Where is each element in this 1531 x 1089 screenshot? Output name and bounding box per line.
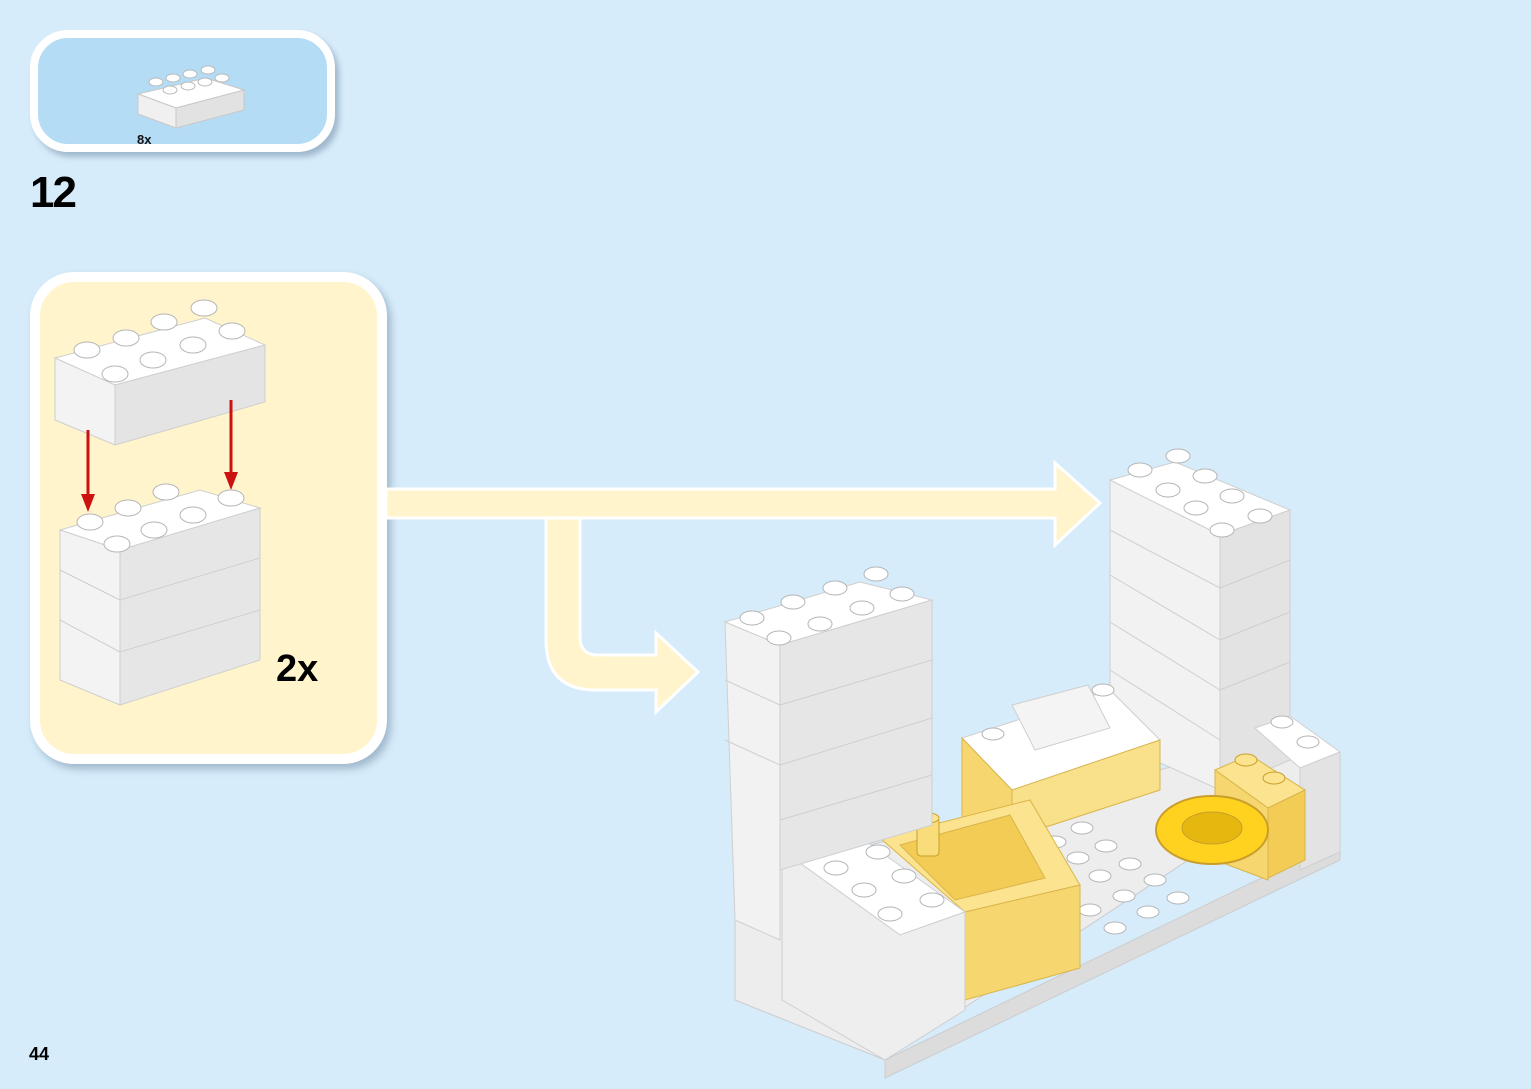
- arrow-to-left-tower: [544, 516, 701, 716]
- parts-callout: 8x: [30, 30, 335, 152]
- floor-studs: [1043, 821, 1190, 935]
- white-duplo-2x4-brick-icon: [136, 65, 246, 129]
- step-number: 12: [30, 168, 77, 217]
- loose-white-brick: [53, 299, 267, 446]
- sub-assembly-multiplier: 2x: [276, 648, 319, 690]
- red-placement-arrows: [81, 400, 238, 512]
- arrow-to-right-tower: [384, 459, 1103, 549]
- bathtub: [878, 799, 1081, 1001]
- stacked-white-bricks: [58, 483, 262, 706]
- parts-count-label: 8x: [137, 132, 152, 147]
- sink-counter: [961, 683, 1161, 839]
- left-wall-tower: [723, 566, 934, 941]
- toilet: [1155, 753, 1307, 881]
- page-number: 44: [29, 1044, 50, 1064]
